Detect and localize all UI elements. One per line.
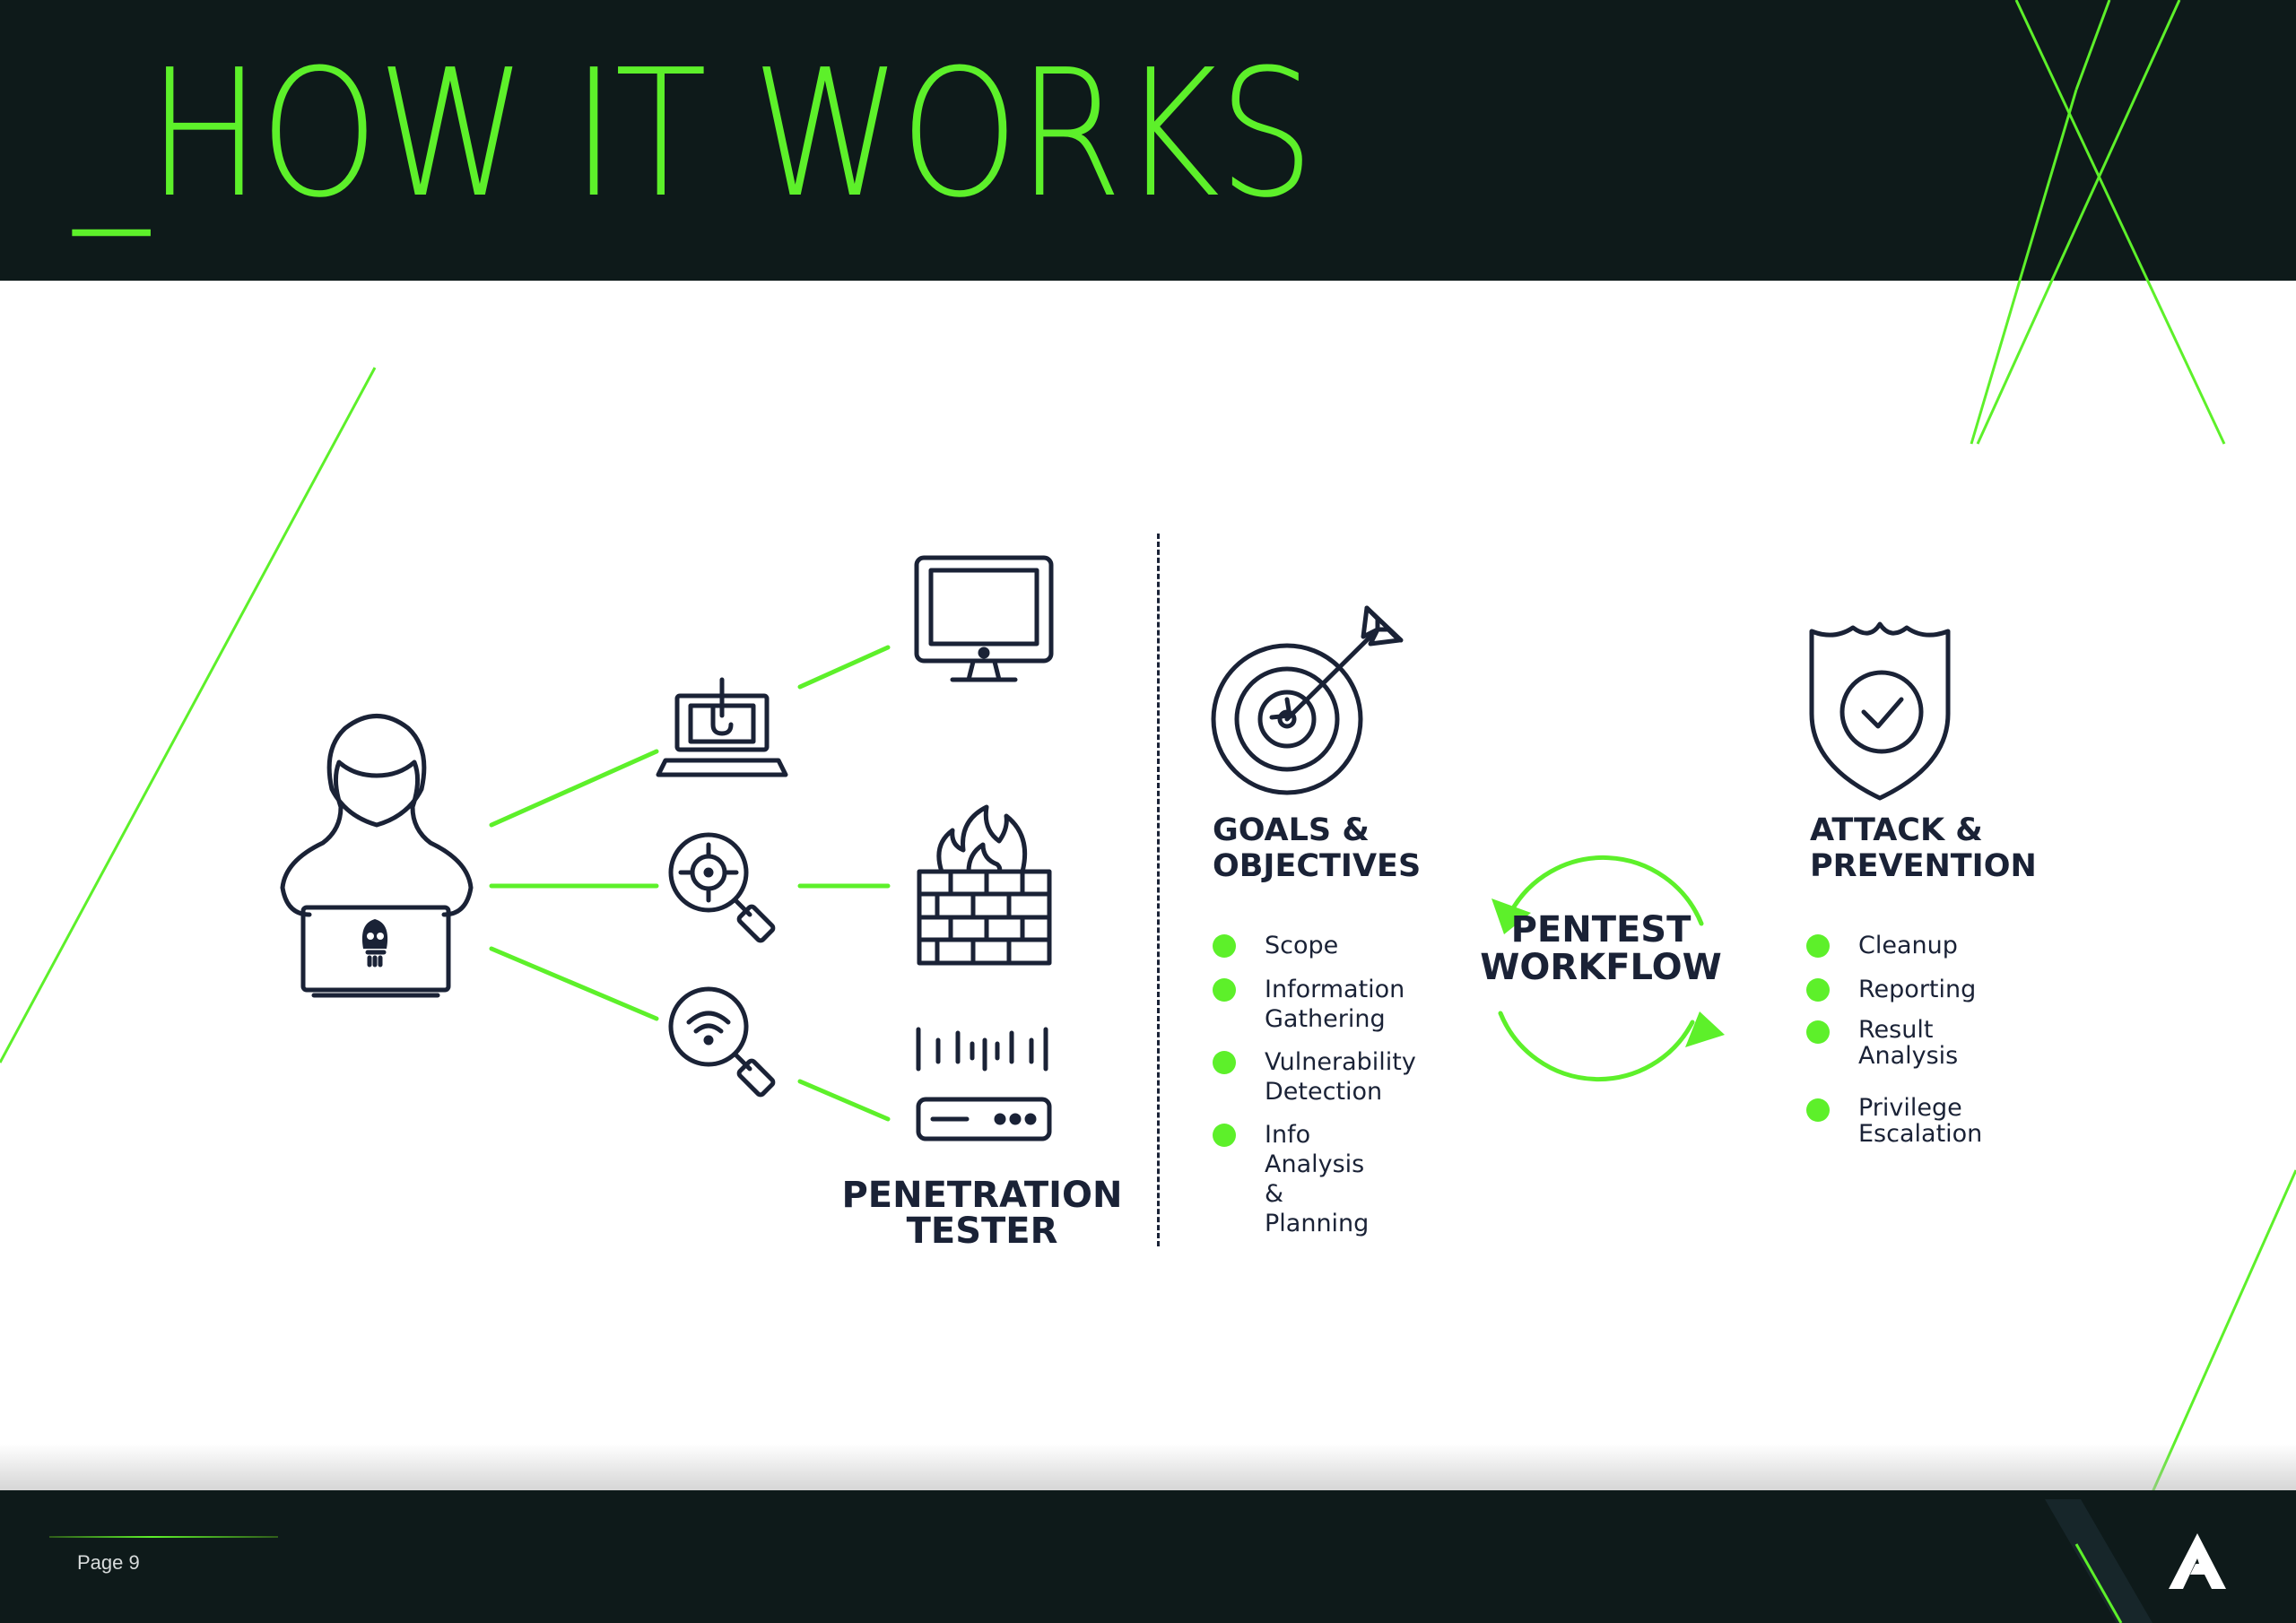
bullet-dot: [1213, 1051, 1236, 1074]
bullet-dot: [1806, 934, 1830, 958]
shield-check-icon: [1809, 621, 1951, 801]
list-item-text: Privilege Escalation: [1858, 1094, 1983, 1148]
list-item: Vulnerability Detection: [1213, 1047, 1416, 1107]
footer-accent-line: [49, 1536, 278, 1538]
header-bar: [0, 0, 2296, 281]
list-item: Reporting: [1806, 975, 1977, 1004]
tester-label: PENETRATION TESTER: [841, 1175, 1123, 1252]
connector-line: [489, 946, 659, 1021]
bullet-dot: [1213, 934, 1236, 958]
list-item-text: Cleanup: [1858, 932, 1958, 959]
footer-shadow: [0, 1444, 2296, 1490]
page-number: Page 9: [77, 1551, 140, 1574]
phishing-laptop-icon: [656, 677, 788, 777]
tester-network-diagram: [280, 555, 1054, 1141]
list-item: Info Analysis & Planning: [1213, 1120, 1370, 1238]
workflow-label: PENTEST WORKFLOW: [1480, 909, 1722, 988]
list-item-text: Reporting: [1858, 976, 1977, 1003]
list-item: Cleanup: [1806, 931, 1958, 960]
section-divider: [1157, 534, 1160, 1246]
page-title: _HOW IT WORKS: [74, 32, 1315, 237]
router-icon: [916, 1027, 1052, 1141]
list-item-text: Vulnerability Detection: [1265, 1048, 1416, 1106]
list-item: Privilege Escalation: [1806, 1094, 1983, 1148]
list-item: Scope: [1213, 931, 1339, 960]
target-arrow-icon: [1211, 605, 1404, 795]
target-magnifier-icon: [668, 832, 776, 943]
connector-line: [797, 1079, 891, 1122]
bullet-dot: [1213, 1124, 1236, 1147]
bullet-dot: [1806, 978, 1830, 1002]
bullet-dot: [1806, 1020, 1830, 1044]
footer-bar: [0, 1490, 2296, 1623]
list-item-text: Scope: [1265, 932, 1339, 959]
attack-heading: ATTACK & PREVENTION: [1810, 812, 2037, 884]
list-item-text: Info Analysis & Planning: [1265, 1121, 1370, 1237]
bullet-dot: [1806, 1098, 1830, 1122]
list-item: Result Analysis: [1806, 1016, 1959, 1070]
list-item: Information Gathering: [1213, 975, 1405, 1034]
firewall-icon: [917, 804, 1052, 966]
hooded-hacker-icon: [280, 714, 474, 998]
goals-heading: GOALS & OBJECTIVES: [1213, 812, 1422, 884]
list-item-text: Result Analysis: [1858, 1016, 1959, 1070]
workflow-cycle-icon: [1492, 855, 1725, 1082]
connector-line: [489, 749, 659, 828]
wifi-magnifier-icon: [668, 986, 776, 1098]
list-item-text: Information Gathering: [1265, 976, 1405, 1033]
desktop-monitor-icon: [914, 555, 1054, 682]
connector-line: [797, 645, 891, 690]
bullet-dot: [1213, 978, 1236, 1002]
brand-logo-icon: [2045, 1499, 2226, 1623]
